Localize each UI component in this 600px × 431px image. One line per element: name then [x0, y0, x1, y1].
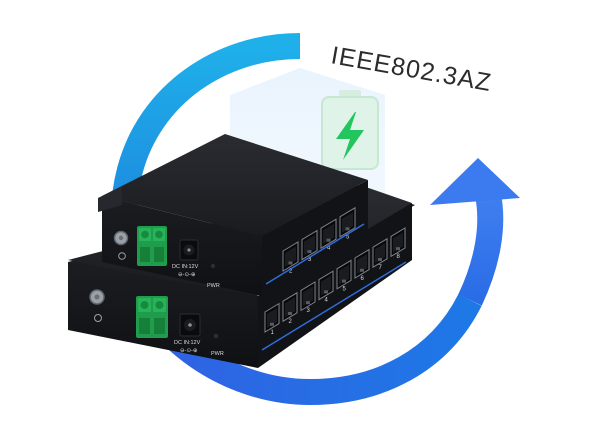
port-number-label: 3: [307, 308, 311, 314]
port-number-label: 3: [308, 257, 312, 263]
rj45-port: [282, 291, 298, 323]
rj45-port: [320, 218, 337, 250]
pwr-led-label: PWR: [207, 283, 220, 289]
rj45-port: [264, 302, 280, 333]
power-terminal-block: [137, 226, 167, 266]
battery-charging-icon: [321, 90, 379, 170]
port-number-label: 5: [346, 234, 350, 240]
rj45-port: [282, 241, 299, 272]
port-number-label: 2: [289, 269, 293, 275]
rj45-port: [390, 227, 406, 258]
pwr-led: [210, 263, 216, 269]
port-number-label: 2: [289, 319, 293, 325]
port-number-label: 4: [325, 297, 329, 303]
port-number-label: 5: [343, 287, 347, 293]
rj45-port: [301, 229, 318, 261]
rj45-port: [339, 206, 356, 238]
port-number-label: 1: [271, 330, 275, 336]
power-terminal-block: [136, 296, 168, 338]
ground-symbol-icon: [94, 314, 102, 322]
rj45-port: [354, 248, 370, 279]
switch-8-port-face: [258, 203, 412, 368]
rj45-port: [372, 237, 388, 269]
rj45-port: [300, 281, 316, 312]
port-number-label: 7: [379, 265, 383, 271]
dc-in-label: DC IN:12V: [174, 340, 201, 346]
switch-5-port: DC IN:12V ⊖-⊙-⊕ PWR 2 3 4 5: [98, 134, 368, 296]
port-number-label: 6: [361, 276, 365, 282]
port-number-label: 8: [397, 254, 401, 260]
rj45-port-row: 2 3 4 5: [282, 206, 356, 275]
rj45-port: [336, 259, 352, 290]
polarity-label: ⊖-⊙-⊕: [178, 272, 196, 278]
rj45-port-row: 1 2 3 4 5 6 7 8: [264, 227, 406, 336]
polarity-label: ⊖-⊙-⊕: [180, 348, 198, 354]
dc-in-label: DC IN:12V: [172, 264, 199, 270]
port-number-label: 4: [327, 246, 331, 252]
pwr-led: [213, 333, 219, 339]
ground-symbol-icon: [118, 252, 126, 260]
rj45-port: [318, 270, 334, 301]
pwr-led-label: PWR: [211, 351, 224, 357]
